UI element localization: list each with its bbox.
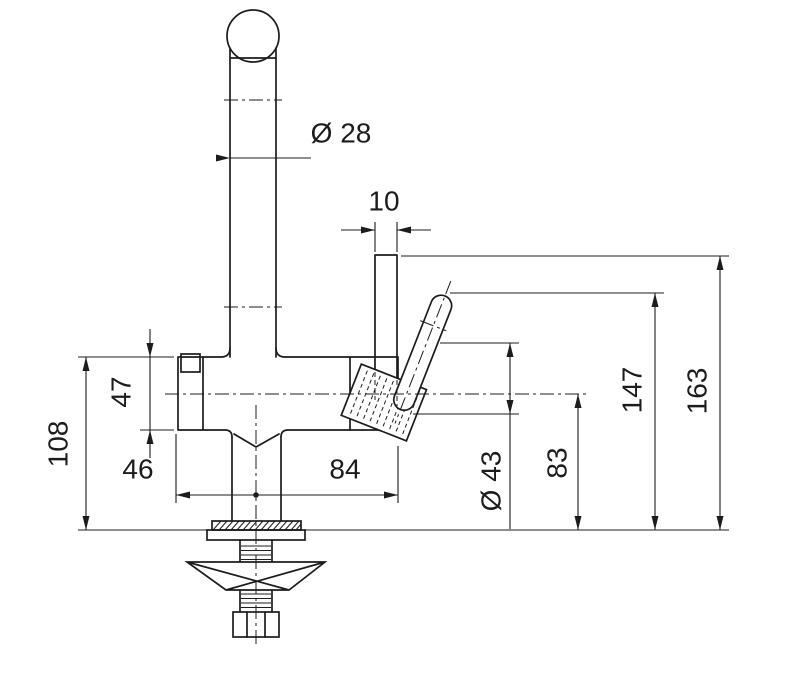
spout-break-marks bbox=[224, 99, 282, 308]
down-tube bbox=[231, 436, 282, 522]
dimension-stem-width: 10 bbox=[341, 186, 431, 252]
chain-dimension-dot bbox=[253, 492, 259, 498]
arrowhead bbox=[146, 343, 154, 357]
dimension-height-108: 108 bbox=[43, 356, 174, 530]
dimension-horizontal-offsets: 46 84 bbox=[122, 434, 399, 503]
dim-label-height-108: 108 bbox=[43, 421, 74, 468]
dim-label-height-163: 163 bbox=[682, 368, 713, 415]
arrowhead bbox=[716, 256, 724, 270]
arrowhead bbox=[397, 226, 411, 234]
arrowhead bbox=[82, 516, 90, 530]
dimension-housing-diameter: Ø 43 bbox=[413, 342, 519, 529]
dim-label-stem-width: 10 bbox=[368, 186, 399, 217]
lever-break-mark bbox=[420, 320, 447, 332]
dimension-height-83: 83 bbox=[542, 394, 582, 530]
base-assembly bbox=[184, 436, 328, 638]
arrowhead bbox=[384, 491, 398, 499]
mounting-bracket bbox=[184, 561, 328, 591]
dim-label-right-offset: 84 bbox=[329, 454, 360, 485]
arrowhead bbox=[216, 154, 230, 162]
arrowhead bbox=[82, 357, 90, 371]
arrowhead bbox=[176, 491, 190, 499]
spout-end-circle bbox=[226, 9, 280, 63]
dimension-spout-diameter: Ø 28 bbox=[216, 118, 371, 162]
arrowhead bbox=[574, 516, 582, 530]
arrowhead bbox=[574, 394, 582, 408]
dim-label-spout-diameter: Ø 28 bbox=[311, 118, 372, 149]
arrowhead bbox=[716, 516, 724, 530]
lever-centerline bbox=[394, 280, 452, 424]
handle-stem bbox=[374, 254, 398, 379]
arrowhead bbox=[506, 400, 514, 414]
spout-assembly bbox=[224, 9, 282, 358]
dim-label-housing-diameter: Ø 43 bbox=[476, 451, 507, 512]
arrowhead bbox=[651, 516, 659, 530]
centerlines bbox=[165, 393, 586, 648]
arrowhead bbox=[146, 430, 154, 444]
dim-label-height-147: 147 bbox=[617, 367, 648, 414]
dimension-body-height: 47 bbox=[106, 329, 174, 458]
dim-label-height-83: 83 bbox=[542, 447, 573, 478]
dim-label-left-offset: 46 bbox=[122, 454, 153, 485]
dim-label-body-height: 47 bbox=[106, 376, 137, 407]
arrowhead bbox=[361, 226, 375, 234]
handle-assembly bbox=[340, 254, 453, 442]
threaded-shank bbox=[239, 539, 273, 613]
dimension-height-147: 147 bbox=[450, 292, 664, 530]
dimension-height-163: 163 bbox=[401, 255, 729, 530]
hidden-cartridge-lines bbox=[374, 372, 398, 406]
aerator-cap bbox=[180, 353, 201, 373]
tilted-valve-group bbox=[340, 280, 453, 442]
joint-notch bbox=[233, 433, 280, 448]
gasket-hatch bbox=[212, 520, 302, 531]
arrowhead bbox=[651, 293, 659, 307]
arrowhead bbox=[506, 343, 514, 357]
